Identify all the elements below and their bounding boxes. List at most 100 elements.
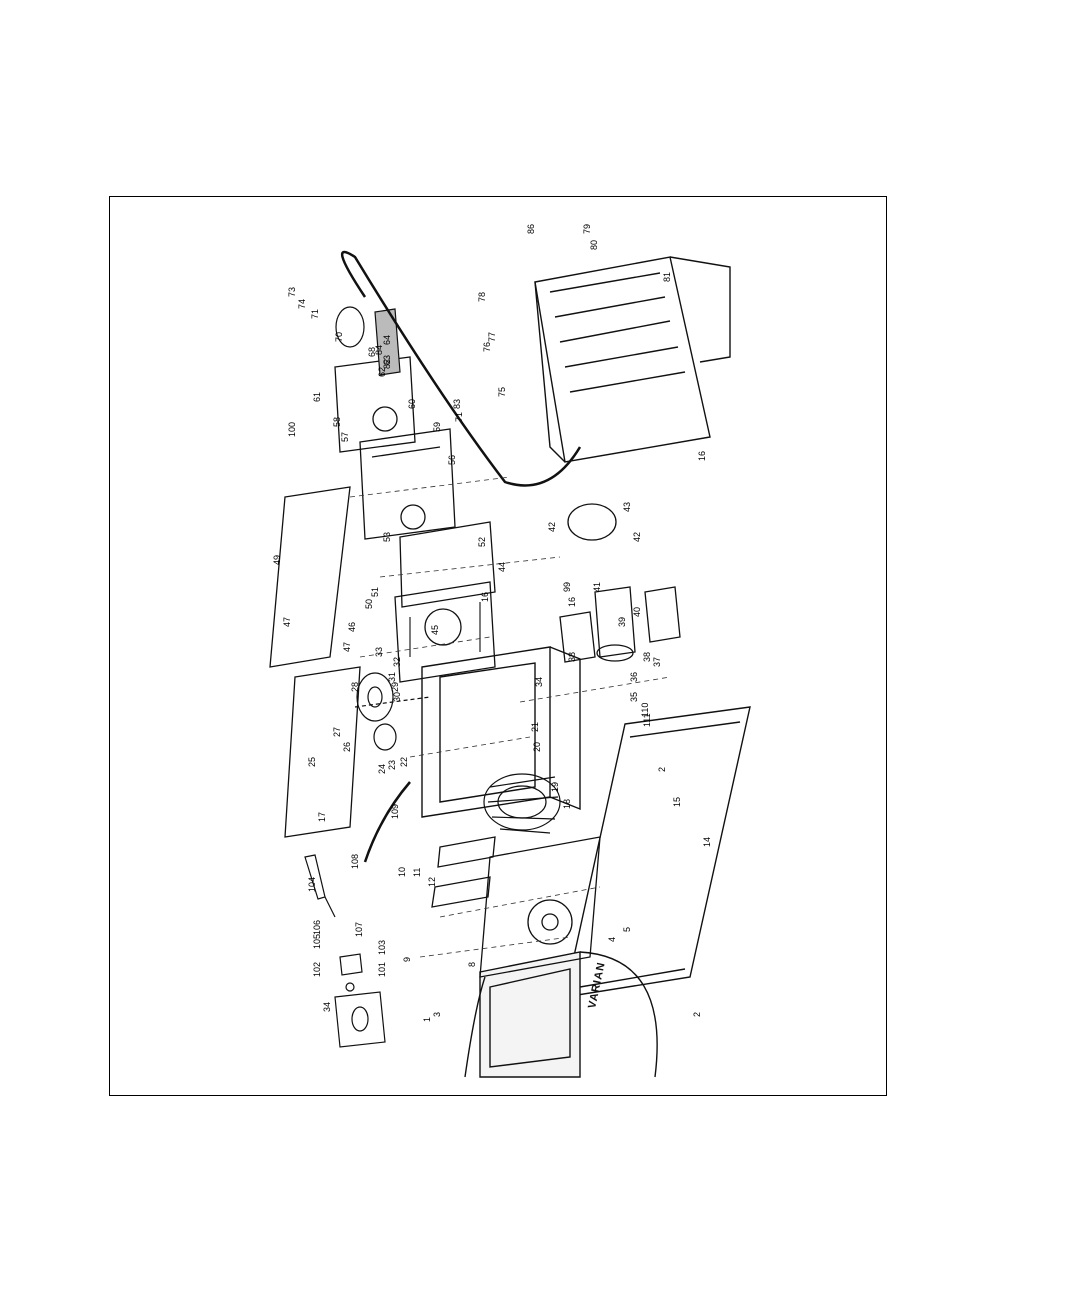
part-label: 41 — [592, 582, 602, 592]
part-label: 71 — [454, 412, 464, 422]
part-label: 59 — [432, 422, 442, 432]
part-label: 32 — [392, 657, 402, 667]
part-label: 57 — [340, 432, 350, 442]
hose-lower — [365, 782, 410, 862]
part-label: 102 — [312, 962, 322, 977]
part-label: 108 — [350, 854, 360, 869]
part-label: 84 — [374, 345, 384, 355]
part-label: 16 — [697, 451, 707, 461]
part-label: 33 — [374, 647, 384, 657]
part-label: 35 — [629, 692, 639, 702]
part-label: 76 — [482, 342, 492, 352]
part-label: 46 — [347, 622, 357, 632]
part-label: 52 — [477, 537, 487, 547]
part-label: 45 — [430, 625, 440, 635]
part-label: 2 — [657, 767, 667, 772]
part-label: 77 — [487, 332, 497, 342]
part-label: 17 — [317, 812, 327, 822]
part-label: 51 — [370, 587, 380, 597]
part-label: 12 — [427, 877, 437, 887]
oil-case — [535, 257, 730, 462]
part-label: 15 — [672, 797, 682, 807]
part-label: 56 — [447, 455, 457, 465]
cover-plates — [270, 487, 360, 837]
part-label: 71 — [310, 309, 320, 319]
part-label: 75 — [497, 387, 507, 397]
part-label: 37 — [652, 657, 662, 667]
part-label: 78 — [477, 292, 487, 302]
part-label: 47 — [342, 642, 352, 652]
part-label: 64 — [382, 335, 392, 345]
part-label: 20 — [532, 742, 542, 752]
part-label: 23 — [387, 760, 397, 770]
part-label: 109 — [390, 804, 400, 819]
part-label: 1 — [422, 1017, 432, 1022]
part-label: 30 — [392, 692, 402, 702]
stage-blocks — [360, 429, 455, 539]
part-label: 49 — [272, 555, 282, 565]
part-label: 25 — [307, 757, 317, 767]
part-label: 34 — [322, 1002, 332, 1012]
part-label: 101 — [377, 962, 387, 977]
part-label: 107 — [354, 922, 364, 937]
diagram-frame: VARIAN — [109, 196, 887, 1096]
part-label: 8 — [467, 962, 477, 967]
part-label: 104 — [307, 877, 317, 892]
part-label: 40 — [632, 607, 642, 617]
part-label: 60 — [407, 399, 417, 409]
part-label: 14 — [702, 837, 712, 847]
exploded-parts-diagram: VARIAN — [110, 197, 888, 1097]
part-label: 31 — [387, 672, 397, 682]
part-label: 100 — [287, 422, 297, 437]
part-label: 39 — [617, 617, 627, 627]
part-label: 42 — [547, 522, 557, 532]
part-label: 16 — [567, 597, 577, 607]
part-label: 105 — [312, 934, 322, 949]
part-label: 58 — [332, 417, 342, 427]
part-label: 111 — [642, 713, 652, 727]
part-label: 38 — [567, 652, 577, 662]
part-label: 81 — [662, 272, 672, 282]
part-label: 3 — [432, 1012, 442, 1017]
part-label: 79 — [582, 224, 592, 234]
part-label: 34 — [534, 677, 544, 687]
part-label: 80 — [589, 240, 599, 250]
part-label: 70 — [334, 332, 344, 342]
exploded-guide-lines — [350, 477, 670, 957]
part-label: 22 — [399, 757, 409, 767]
part-label: 47 — [282, 617, 292, 627]
part-label: 83 — [452, 399, 462, 409]
part-label: 50 — [364, 599, 374, 609]
part-label: 29 — [390, 682, 400, 692]
part-label: 4 — [607, 937, 617, 942]
part-label: 74 — [297, 299, 307, 309]
part-label: 21 — [530, 722, 540, 732]
part-label: 28 — [350, 682, 360, 692]
part-label: 82 — [382, 359, 392, 369]
part-label: 9 — [402, 957, 412, 962]
part-label: 38 — [642, 652, 652, 662]
impeller — [484, 774, 560, 833]
part-label: 18 — [562, 799, 572, 809]
part-label: 36 — [629, 672, 639, 682]
part-label: 42 — [632, 532, 642, 542]
part-label: 44 — [497, 562, 507, 572]
part-label: 99 — [562, 582, 572, 592]
part-label: 27 — [332, 727, 342, 737]
valve-parts — [305, 855, 385, 1047]
part-label: 11 — [412, 868, 422, 877]
part-label: 73 — [287, 287, 297, 297]
part-label: 5 — [622, 927, 632, 932]
part-label: 86 — [526, 224, 536, 234]
part-label: 103 — [377, 940, 387, 955]
part-label: 106 — [312, 920, 322, 935]
part-label: 26 — [342, 742, 352, 752]
motor-housing — [465, 952, 657, 1077]
rotor-motor — [560, 504, 680, 662]
part-label: 24 — [377, 764, 387, 774]
part-label: 19 — [550, 782, 560, 792]
part-label: 53 — [382, 532, 392, 542]
part-label: 10 — [397, 867, 407, 877]
part-label: 43 — [622, 502, 632, 512]
